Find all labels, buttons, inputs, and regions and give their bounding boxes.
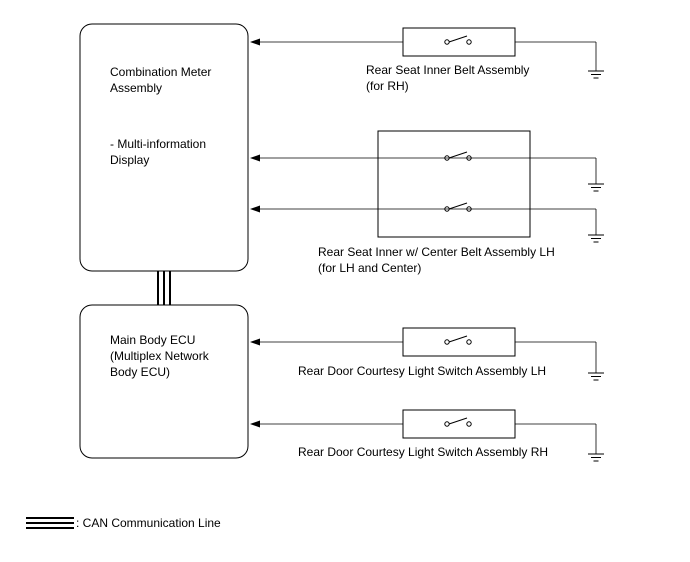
ground-icon [587, 234, 605, 243]
can-line-legend-icon [26, 517, 74, 529]
rh-belt-label-line1: Rear Seat Inner Belt Assembly [366, 63, 529, 77]
arrow-head-icon [250, 154, 260, 162]
meter-sub-line1: - Multi-information [110, 137, 206, 151]
ground-icon [587, 453, 605, 462]
switch-lh-center-belt: Rear Seat Inner w/ Center Belt Assembly … [250, 130, 605, 275]
legend: : CAN Communication Line [26, 516, 221, 530]
lh-center-label-line2: (for LH and Center) [318, 261, 421, 275]
lh-center-label-line1: Rear Seat Inner w/ Center Belt Assembly … [318, 245, 555, 259]
can-bus-link [157, 270, 171, 305]
ground-icon [587, 70, 605, 79]
arrow-head-icon [250, 420, 260, 428]
meter-name-line2: Assembly [110, 81, 162, 95]
combination-meter-box: Combination Meter Assembly - Multi-infor… [79, 23, 249, 272]
meter-sub-line2: Display [110, 153, 149, 167]
switch-door-rh: Rear Door Courtesy Light Switch Assembly… [250, 409, 605, 462]
switch-rh-belt: Rear Seat Inner Belt Assembly (for RH) [250, 27, 605, 93]
can-line-legend-label: : CAN Communication Line [76, 516, 221, 530]
body-ecu-line2: (Multiplex Network [110, 349, 210, 363]
ground-icon [587, 372, 605, 381]
ground-icon [587, 183, 605, 192]
meter-name-line1: Combination Meter [110, 65, 211, 79]
body-ecu-line1: Main Body ECU [110, 333, 195, 347]
arrow-head-icon [250, 338, 260, 346]
switch-door-lh: Rear Door Courtesy Light Switch Assembly… [250, 327, 605, 381]
arrow-head-icon [250, 38, 260, 46]
main-body-ecu-box: Main Body ECU (Multiplex Network Body EC… [79, 304, 249, 459]
arrow-head-icon [250, 205, 260, 213]
rh-belt-label-line2: (for RH) [366, 79, 409, 93]
body-ecu-line3: Body ECU) [110, 365, 170, 379]
door-rh-label: Rear Door Courtesy Light Switch Assembly… [298, 445, 548, 459]
door-lh-label: Rear Door Courtesy Light Switch Assembly… [298, 364, 546, 378]
